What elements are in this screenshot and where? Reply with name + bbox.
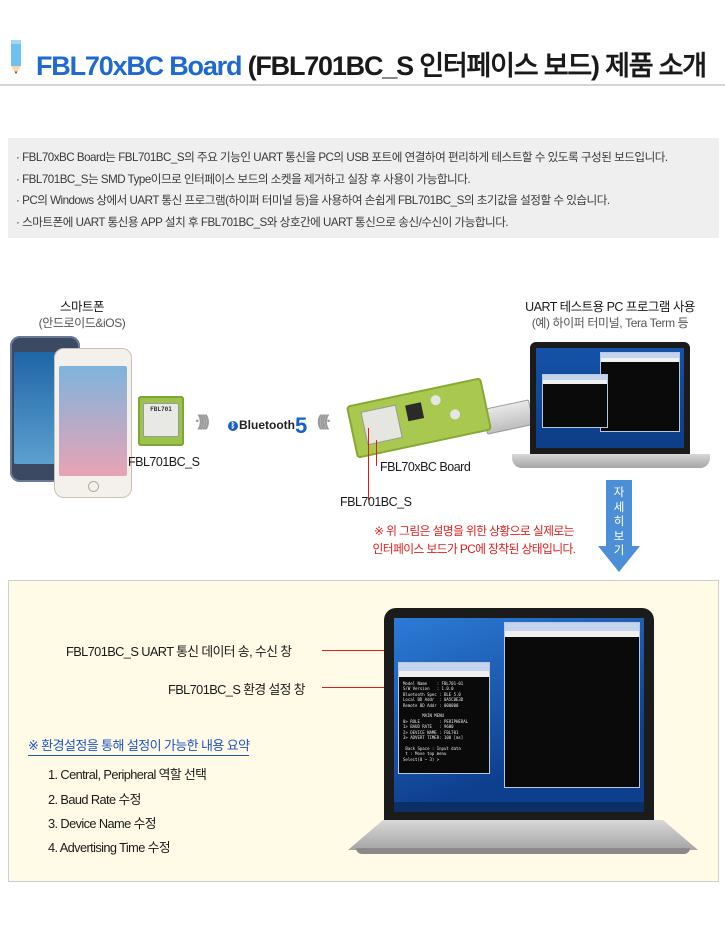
page-title: FBL70xBC Board (FBL701BC_S 인터페이스 보드) 제품 … bbox=[36, 44, 708, 83]
info-line: · FBL70xBC Board는 FBL701BC_S의 주요 기능인 UAR… bbox=[16, 151, 668, 164]
view-detail-arrow[interactable] bbox=[598, 480, 640, 572]
module-label: FBL701BC_S bbox=[128, 455, 200, 469]
pc-sublabel: (예) 하이퍼 터미널, Tera Term 등 bbox=[531, 316, 689, 330]
diagram-note: ※ 위 그림은 설명을 위한 상황으로 실제로는 인터페이스 보드가 PC에 장… bbox=[372, 524, 576, 556]
callout-env-arrow bbox=[322, 684, 398, 690]
info-line: · 스마트폰에 UART 통신용 APP 설치 후 FBL701BC_S와 상호… bbox=[16, 215, 509, 229]
smartphone-sublabel: (안드로이드&iOS) bbox=[38, 316, 126, 330]
settings-summary-title: ※ 환경설정을 통해 설정이 가능한 내용 요약 bbox=[28, 735, 250, 756]
settings-item: 4. Advertising Time 수정 bbox=[48, 840, 171, 855]
title-divider bbox=[0, 84, 725, 86]
signal-waves-icon: ((((· bbox=[317, 413, 332, 430]
info-line: · PC의 Windows 상에서 UART 통신 프로그램(하이퍼 터미널 등… bbox=[16, 194, 610, 207]
settings-item: 2. Baud Rate 수정 bbox=[48, 792, 141, 807]
module-chip-text: FBL701 bbox=[150, 406, 172, 413]
signal-waves-icon: ·)))) bbox=[195, 413, 210, 430]
board-label: FBL70xBC Board bbox=[380, 460, 471, 474]
bluetooth-text: Bluetooth bbox=[239, 418, 295, 432]
info-box: · FBL70xBC Board는 FBL701BC_S의 주요 기능인 UAR… bbox=[8, 138, 719, 238]
smartphone-label: 스마트폰 bbox=[59, 300, 105, 314]
title-product-name: FBL70xBC Board bbox=[36, 51, 242, 81]
board-callout-line bbox=[376, 440, 377, 466]
settings-item: 3. Device Name 수정 bbox=[48, 816, 157, 831]
bluetooth-icon: ᛒ bbox=[228, 421, 238, 431]
pc-label: UART 테스트용 PC 프로그램 사용 bbox=[525, 300, 695, 314]
info-line: · FBL701BC_S는 SMD Type이므로 인터페이스 보드의 소켓을 … bbox=[16, 172, 471, 186]
module-callout-line bbox=[368, 428, 369, 500]
page-header: FBL70xBC Board (FBL701BC_S 인터페이스 보드) 제품 … bbox=[0, 0, 725, 86]
callout-uart-window: FBL701BC_S UART 통신 데이터 송, 수신 창 bbox=[66, 644, 292, 659]
fbl701bc-module-image: FBL701 bbox=[138, 396, 184, 446]
pencil-icon bbox=[11, 40, 21, 74]
callout-env-window: FBL701BC_S 환경 설정 창 bbox=[168, 682, 306, 697]
title-description: (FBL701BC_S 인터페이스 보드) 제품 소개 bbox=[247, 51, 708, 81]
bluetooth-version: 5 bbox=[295, 413, 308, 438]
settings-item: 1. Central, Peripheral 역할 선택 bbox=[48, 767, 207, 782]
view-detail-text: 자 세 히 보 기 bbox=[613, 487, 625, 557]
iphone-image bbox=[54, 348, 132, 498]
board-module-label: FBL701BC_S bbox=[340, 495, 412, 509]
